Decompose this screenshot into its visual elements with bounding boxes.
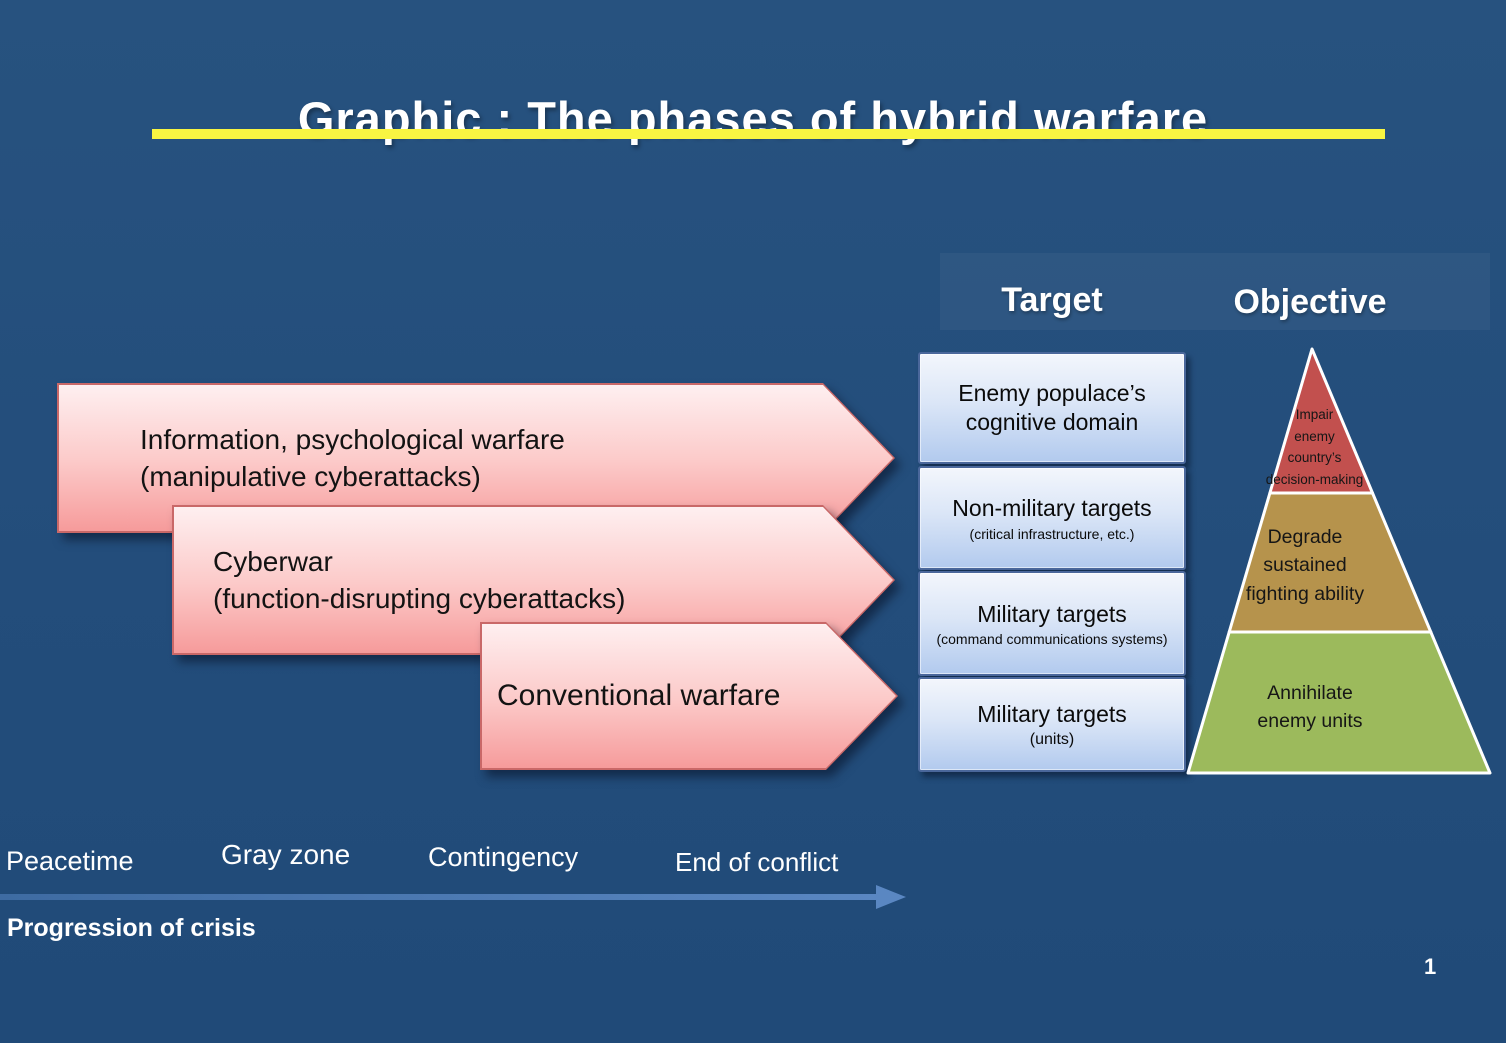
objective-pyramid xyxy=(1186,347,1492,775)
target-box-label: Military targets xyxy=(977,600,1127,627)
phase-arrow-label: Cyberwar(function-disrupting cyberattack… xyxy=(213,545,626,614)
page-number: 1 xyxy=(1424,954,1437,979)
target-box-label: Military targets xyxy=(977,700,1127,727)
phase-arrow-label: Conventional warfare xyxy=(497,679,781,713)
timeline-stage-contingency: Contingency xyxy=(428,842,579,872)
target-box-sublabel: (critical infrastructure, etc.) xyxy=(969,525,1135,542)
timeline-stage-peacetime: Peacetime xyxy=(6,846,134,876)
target-box-label: Non-military targets xyxy=(952,495,1152,522)
target-box-military-units: Military targets (units) xyxy=(918,677,1186,772)
pyramid-level-bottom xyxy=(1186,630,1492,775)
target-box-sublabel: (units) xyxy=(1029,731,1075,749)
objective-column-header: Objective xyxy=(1233,283,1387,321)
timeline-stage-end-of-conflict: End of conflict xyxy=(675,847,839,877)
target-box-non-military: Non-military targets (critical infrastru… xyxy=(918,466,1186,570)
target-box-sublabel: (command communications systems) xyxy=(936,631,1168,648)
timeline-arrow-head-icon xyxy=(876,885,906,909)
phase-arrow-label: Information, psychological warfare(manip… xyxy=(140,423,565,492)
target-column-header: Target xyxy=(1001,281,1103,319)
timeline-axis-label: Progression of crisis xyxy=(7,914,256,942)
timeline-stage-gray-zone: Gray zone xyxy=(221,839,351,870)
title-underline xyxy=(152,129,1385,139)
target-box-military-command: Military targets (command communications… xyxy=(918,571,1186,676)
phase-arrow-conventional-warfare: Conventional warfare xyxy=(480,622,898,770)
timeline-arrow-line xyxy=(0,894,878,900)
arrow-fill-shape xyxy=(482,624,896,768)
header-highlight-band xyxy=(940,253,1490,330)
